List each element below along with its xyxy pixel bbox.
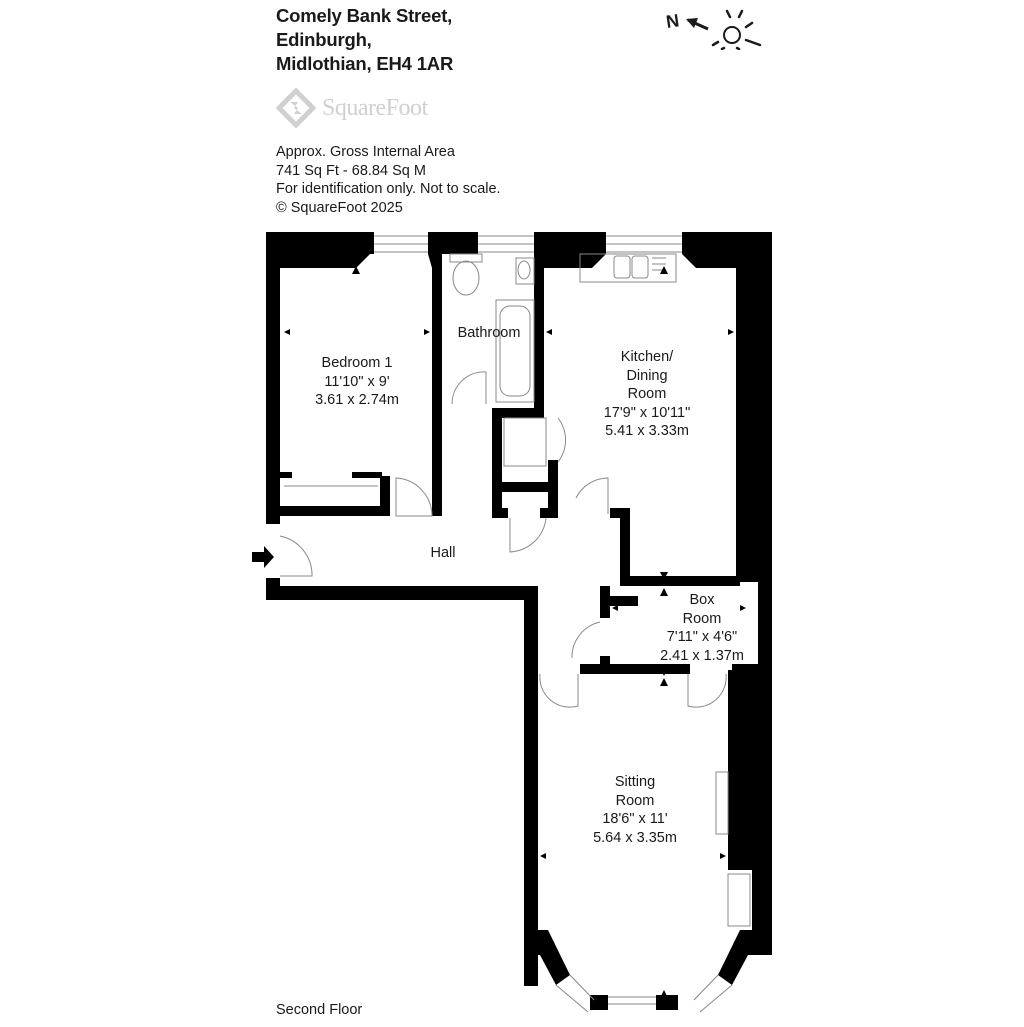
squarefoot-logo: SquareFoot: [276, 88, 428, 128]
room-name-line-2: Dining: [626, 367, 668, 384]
room-sitting-room: Sitting Room 18'6" x 11' 5.64 x 3.35m: [593, 773, 677, 847]
room-name-line-1: Sitting: [614, 774, 656, 790]
room-bathroom: Bathroom: [458, 324, 521, 343]
room-imperial: 11'10" x 9': [324, 373, 390, 390]
room-kitchen-dining: Kitchen/ Dining Room 17'9" x 10'11" 5.41…: [604, 348, 691, 441]
room-imperial: 18'6" x 11': [602, 811, 668, 827]
disclaimer: For identification only. Not to scale.: [276, 181, 501, 197]
room-metric: 2.41 x 1.37m: [660, 647, 744, 664]
wall: [266, 232, 374, 254]
room-name: Bathroom: [457, 325, 521, 341]
room-name-line-1: Kitchen/: [620, 349, 674, 365]
north-label: N: [665, 10, 681, 32]
room-bedroom-1: Bedroom 1 11'10" x 9' 3.61 x 2.74m: [315, 354, 399, 410]
copyright: © SquareFoot 2025: [276, 199, 403, 216]
property-address: Comely Bank Street, Edinburgh, Midlothia…: [276, 4, 453, 76]
area-heading: Approx. Gross Internal Area: [276, 144, 455, 160]
room-name-line-3: Room: [627, 386, 667, 402]
area-info: Approx. Gross Internal Area 741 Sq Ft - …: [276, 143, 501, 217]
room-metric: 5.64 x 3.35m: [593, 829, 677, 846]
room-name: Bedroom 1: [321, 355, 393, 371]
room-imperial: 7'11" x 4'6": [666, 629, 738, 645]
room-hall: Hall: [431, 544, 456, 563]
room-name-line-2: Room: [682, 610, 722, 627]
room-metric: 5.41 x 3.33m: [605, 423, 689, 439]
room-metric: 3.61 x 2.74m: [315, 392, 399, 408]
room-imperial: 17'9" x 10'11": [603, 404, 691, 421]
room-name: Hall: [430, 545, 456, 561]
compass-icon: N: [665, 9, 762, 50]
room-name-line-2: Room: [615, 792, 655, 809]
floor-label: Second Floor: [276, 1002, 363, 1018]
address-line-1: Comely Bank Street,: [276, 5, 453, 26]
squarefoot-logo-icon: [276, 88, 316, 128]
area-value: 741 Sq Ft - 68.84 Sq M: [276, 162, 426, 179]
room-box-room: Box Room 7'11" x 4'6" 2.41 x 1.37m: [660, 591, 744, 665]
address-line-2: Edinburgh,: [276, 29, 372, 50]
room-name-line-1: Box: [689, 592, 715, 608]
address-line-3: Midlothian, EH4 1AR: [276, 53, 454, 74]
logo-text: SquareFoot: [322, 94, 428, 121]
